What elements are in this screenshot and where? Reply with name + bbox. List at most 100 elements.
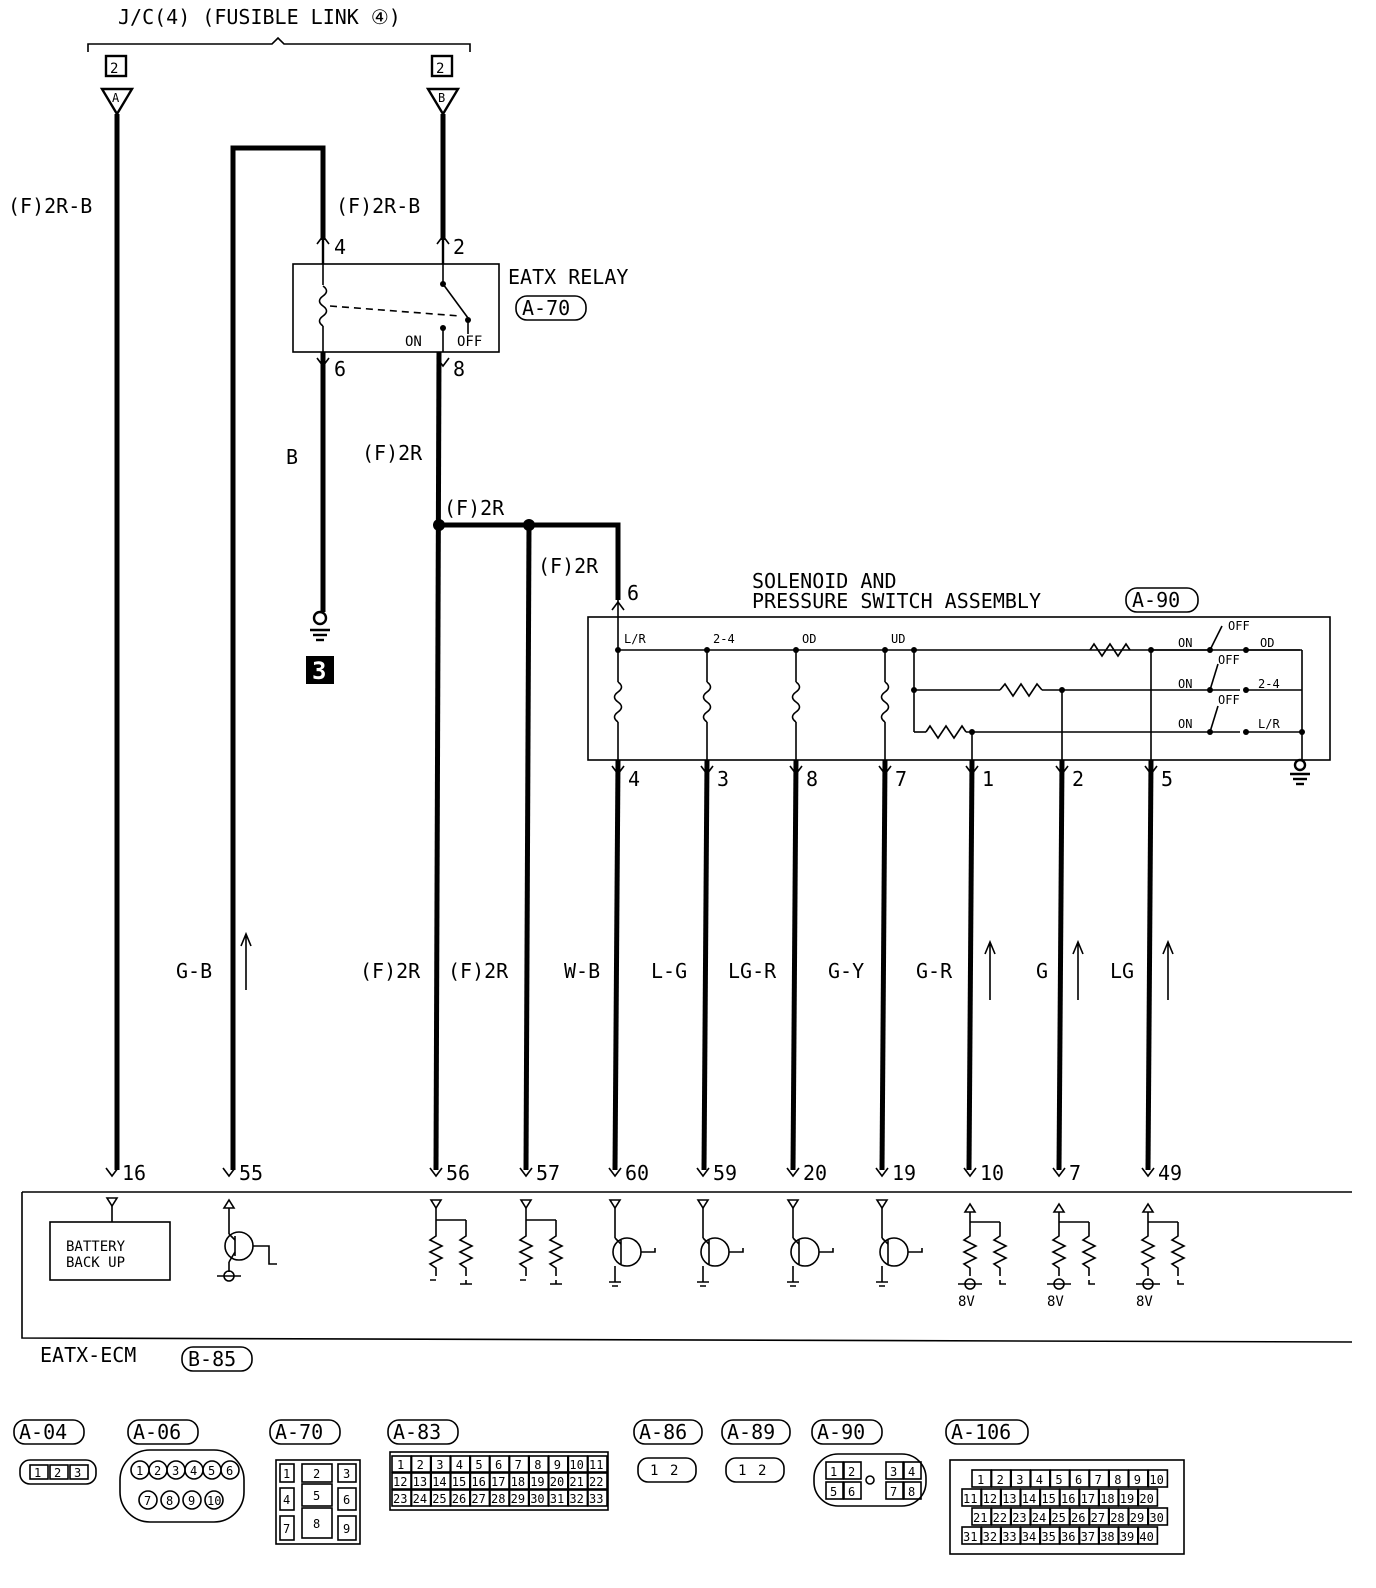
connector-pin: 26 <box>1071 1511 1085 1525</box>
ecm-pin: 19 <box>892 1161 916 1185</box>
connector-pin: 5 <box>313 1489 320 1503</box>
ecm-pin: 49 <box>1158 1161 1182 1185</box>
connector-pin: 7 <box>144 1494 151 1508</box>
connector-pin: 6 <box>848 1485 855 1499</box>
connector-pin: 23 <box>1012 1511 1026 1525</box>
ecm-circuit <box>608 1199 656 1287</box>
connector-pin: 29 <box>1130 1511 1144 1525</box>
svg-text:2: 2 <box>436 61 444 77</box>
signal-arrow <box>1162 939 1174 1000</box>
svg-text:L/R: L/R <box>1258 717 1280 731</box>
connector-pin: 25 <box>432 1492 446 1506</box>
harness-wire <box>612 759 621 1171</box>
harness-color-label: LG-R <box>728 959 777 983</box>
ecm-circuit: 8V <box>958 1202 1007 1310</box>
connector-code: A-06 <box>133 1420 181 1444</box>
relay-coil <box>318 285 328 327</box>
solenoid-code: A-90 <box>1132 588 1180 612</box>
connector-pin: 18 <box>1100 1492 1114 1506</box>
ecm-pin: 57 <box>536 1161 560 1185</box>
ecm-circuit <box>519 1199 563 1285</box>
connector-pin: 15 <box>1041 1492 1055 1506</box>
connector-pin: 1 <box>136 1464 143 1478</box>
connector-pin: 5 <box>475 1458 482 1472</box>
harness-color-label: W-B <box>564 959 600 983</box>
harness-color-label: G-Y <box>828 959 864 983</box>
relay-pin-8: 8 <box>453 357 465 381</box>
connector-pin: 9 <box>188 1494 195 1508</box>
ecm-pin: 60 <box>625 1161 649 1185</box>
connector-pin: 4 <box>456 1458 463 1472</box>
svg-text:OFF: OFF <box>1218 693 1240 707</box>
svg-text:ON: ON <box>1178 636 1192 650</box>
connector-pin: 2 <box>758 1463 766 1479</box>
connector-pin: 16 <box>471 1475 485 1489</box>
harness-wire <box>701 759 710 1171</box>
jc-terminal-b: 2 B <box>425 54 461 117</box>
jc-terminal-a: 2 A <box>99 54 135 117</box>
connector-pin: 7 <box>283 1522 290 1536</box>
connector-code: A-90 <box>817 1420 865 1444</box>
connector-pin: 5 <box>208 1464 215 1478</box>
solenoid-title-2: PRESSURE SWITCH ASSEMBLY <box>752 589 1041 613</box>
connector-pin: 28 <box>491 1492 505 1506</box>
solenoid-pin: 4 <box>628 767 640 791</box>
ecm-pin: 56 <box>446 1161 470 1185</box>
connector-pin: 1 <box>650 1463 658 1479</box>
ecm-circuit <box>786 1199 834 1287</box>
svg-text:OFF: OFF <box>1218 653 1240 667</box>
connector-code: A-89 <box>727 1420 775 1444</box>
relay-pin-2: 2 <box>453 235 465 259</box>
harness-wire <box>966 759 975 1171</box>
coil-label: L/R <box>624 632 646 646</box>
connector-pin: 39 <box>1120 1530 1134 1544</box>
harness-wire <box>790 759 799 1171</box>
ground-ref-number: 3 <box>312 657 326 685</box>
svg-text:ON: ON <box>1178 677 1192 691</box>
connector-pin: 3 <box>172 1464 179 1478</box>
connector-pin: 4 <box>1036 1473 1043 1487</box>
connector-pin: 33 <box>1002 1530 1016 1544</box>
jc-brace <box>87 36 471 52</box>
connector-pin: 13 <box>1002 1492 1016 1506</box>
solenoid-pin: 3 <box>717 767 729 791</box>
connector-pin: 5 <box>830 1485 837 1499</box>
solenoid-pin: 7 <box>895 767 907 791</box>
solenoid-ground <box>1290 758 1310 786</box>
connector-pin: 9 <box>343 1522 350 1536</box>
svg-text:OD: OD <box>1260 636 1274 650</box>
connector-pin: 2 <box>54 1466 61 1480</box>
connector-pin: 20 <box>1139 1492 1153 1506</box>
wire-label-g-b: G-B <box>176 959 212 983</box>
harness-wire <box>879 759 888 1171</box>
connector-pin: 8 <box>313 1517 320 1531</box>
ecm-pin: 20 <box>803 1161 827 1185</box>
wire-label-left-main: (F)2R-B <box>8 194 92 218</box>
ecm-name: EATX-ECM <box>40 1343 136 1367</box>
connector-pin: 1 <box>34 1466 41 1480</box>
ecm-volt: 8V <box>1136 1294 1153 1310</box>
ecm-circuit <box>217 1198 277 1282</box>
connector-pin: 37 <box>1081 1530 1095 1544</box>
relay-pin-4: 4 <box>334 235 346 259</box>
connector-pin: 9 <box>1134 1473 1141 1487</box>
connector-pin: 27 <box>471 1492 485 1506</box>
connector-pin: 20 <box>550 1475 564 1489</box>
connector-pin: 30 <box>1149 1511 1163 1525</box>
connector-pin: 21 <box>973 1511 987 1525</box>
ecm-code: B-85 <box>188 1347 236 1371</box>
connector-pin: 2 <box>997 1473 1004 1487</box>
harness-wire <box>1145 759 1154 1171</box>
ecm-pin: 16 <box>122 1161 146 1185</box>
connector-pin: 2 <box>848 1465 855 1479</box>
connector-pin: 2 <box>670 1463 678 1479</box>
ecm-volt: 8V <box>1047 1294 1064 1310</box>
connector-pin: 8 <box>908 1485 915 1499</box>
connector-pin: 5 <box>1055 1473 1062 1487</box>
ecm-circuit <box>875 1199 923 1287</box>
svg-text:2-4: 2-4 <box>1258 677 1280 691</box>
solenoid-title-1: SOLENOID AND <box>752 569 897 593</box>
connector-pin: 8 <box>534 1458 541 1472</box>
